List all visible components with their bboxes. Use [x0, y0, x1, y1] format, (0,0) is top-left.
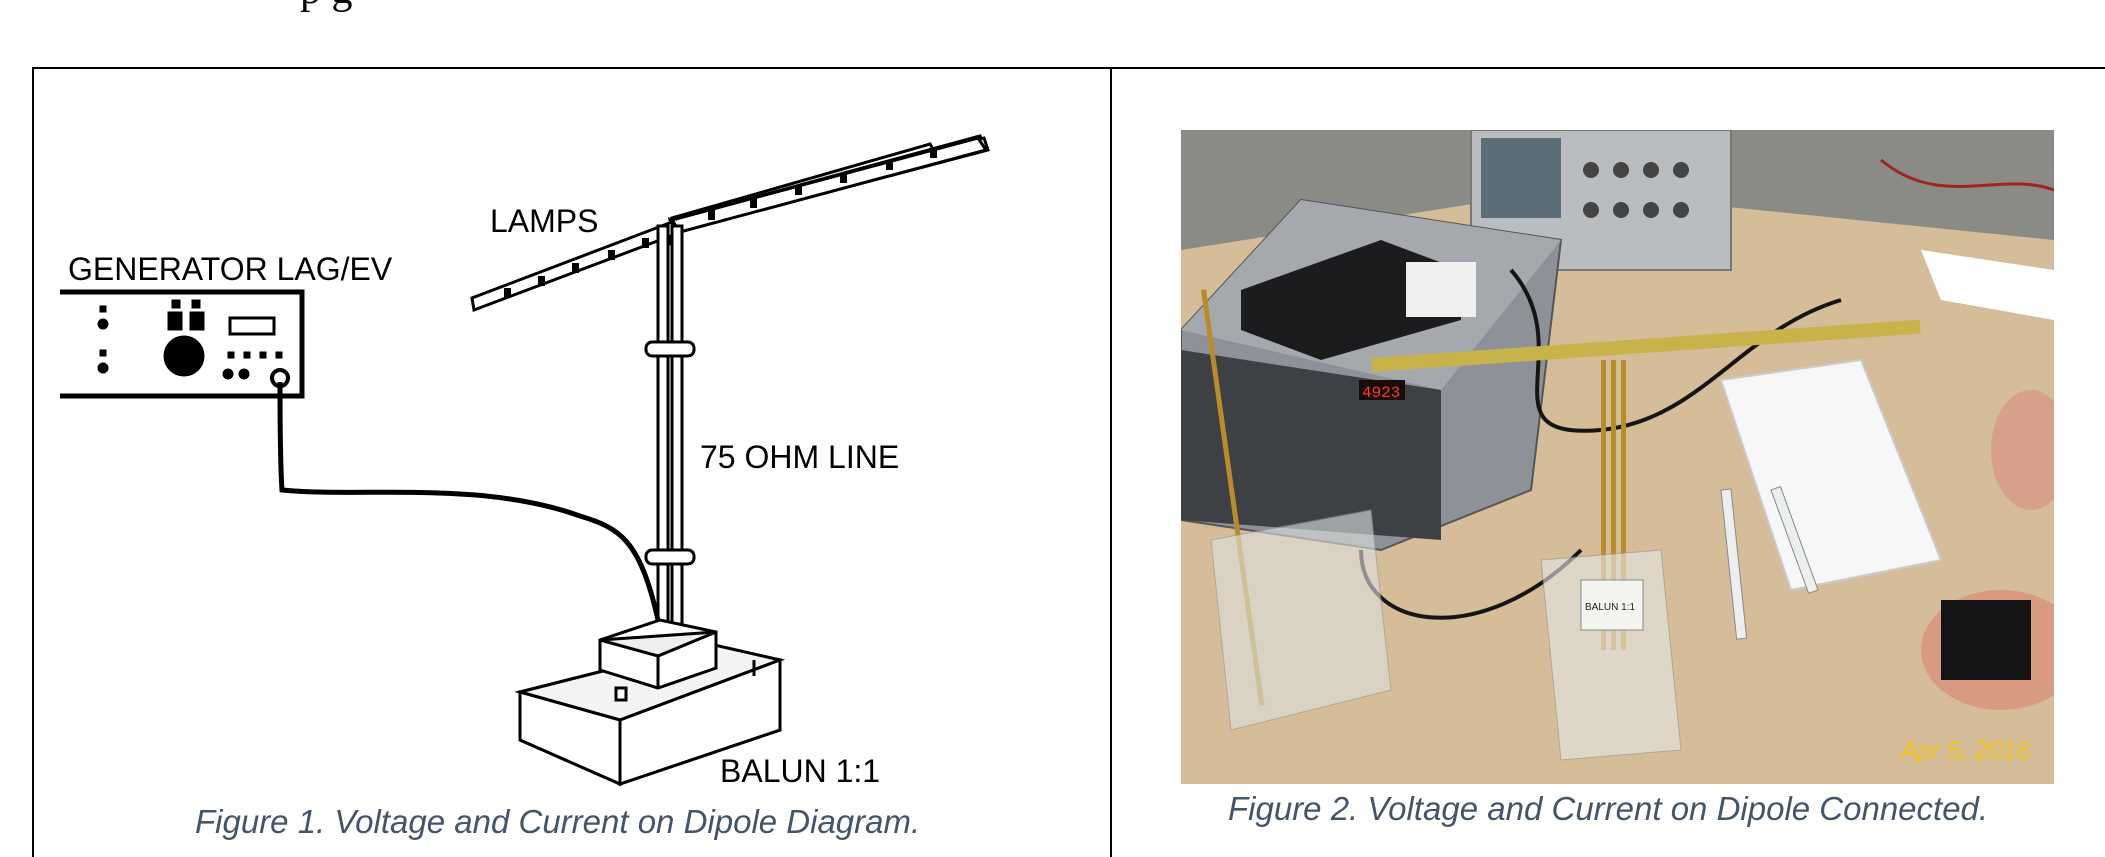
table-cell-divider: [1110, 67, 1112, 857]
paper-sheet: [1719, 358, 1943, 592]
generator-box: [60, 289, 305, 399]
dipole-board: [1371, 319, 1921, 372]
dipole-diagram: LAMPS GENERATOR LAG/EV 75 OHM LINE BALUN…: [60, 134, 990, 789]
label-75-ohm-line: 75 OHM LINE: [700, 439, 899, 475]
label-lamps: LAMPS: [490, 203, 598, 239]
coax-cable: [277, 381, 661, 621]
figure-1-caption: Figure 1. Voltage and Current on Dipole …: [195, 803, 921, 840]
label-balun: BALUN 1:1: [720, 753, 880, 789]
figure-table: [32, 67, 2105, 857]
balun-assembly: [514, 618, 786, 787]
lamp-sockets: [504, 148, 937, 298]
balun-block: [1580, 579, 1644, 631]
photo-date-stamp: Apr 5, 2016: [1900, 737, 2030, 765]
transmission-line: [644, 224, 696, 626]
dipole-right-board: [669, 136, 989, 234]
label-generator: GENERATOR LAG/EV: [68, 251, 393, 287]
generator-display-readout: 4923: [1362, 384, 1400, 402]
cut-off-heading-text: p g: [300, 0, 353, 14]
balun-block-label: BALUN 1:1: [1585, 602, 1635, 613]
lab-setup-photo: 4923 BALUN 1:1 Apr 5, 2016: [1181, 130, 2054, 784]
figure-2-caption: Figure 2. Voltage and Current on Dipole …: [1228, 790, 1989, 827]
